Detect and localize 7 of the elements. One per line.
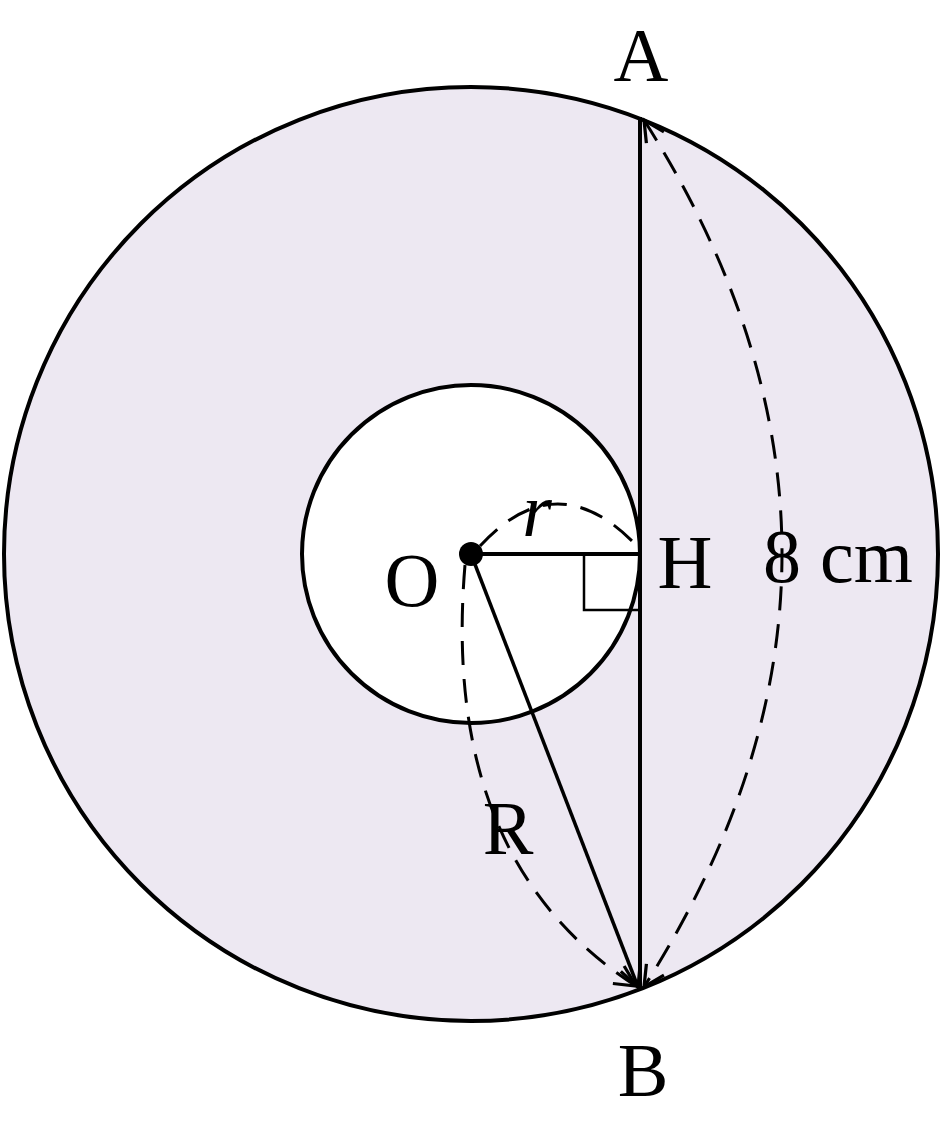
length-label: r [522,472,552,548]
length-label: R [482,790,534,866]
point-label: H [657,524,713,600]
point-label: O [384,542,440,618]
point-label: B [617,1032,669,1108]
point-label: A [613,17,669,93]
length-label: 8 cm [763,518,913,594]
